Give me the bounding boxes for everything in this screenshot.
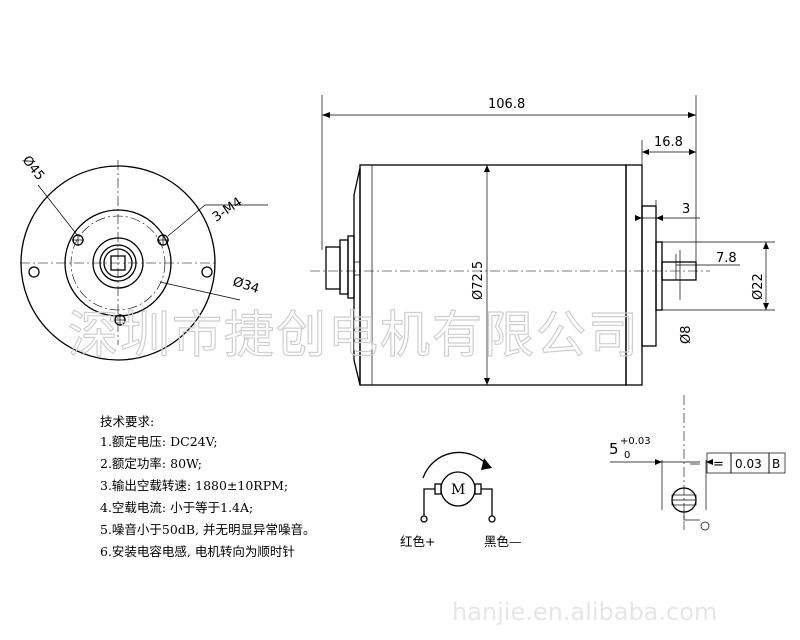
- note-item-1: 1.额定电压: DC24V;: [100, 434, 218, 449]
- dim-shaft-diameter: Ø8: [679, 325, 694, 344]
- note-item-6: 6.安装电容电感, 电机转向为顺时针: [100, 544, 295, 559]
- black-lead-wire: [481, 488, 493, 516]
- watermark-site: hanjie.en.alibaba.com: [452, 598, 717, 626]
- dim-bolt-circle: Ø34: [231, 275, 261, 298]
- leader-flange-diameter: [37, 184, 79, 237]
- mount-hole-bottom: [114, 314, 126, 326]
- flange-hole-right: [201, 266, 213, 278]
- wiring-diagram: M 红色+ 黑色—: [400, 451, 522, 549]
- red-lead-wire: [423, 488, 435, 516]
- fcf-value: 0.03: [735, 457, 762, 471]
- dim-overall-length: 106.8: [488, 97, 525, 112]
- dim-flange-diameter: Ø45: [19, 153, 47, 183]
- dim-shaft-extension: 16.8: [654, 135, 683, 150]
- note-item-4: 4.空载电流: 小于等于1.4A;: [100, 500, 253, 515]
- dim-mount-holes: 3-M4: [210, 195, 245, 226]
- watermark-company: 深圳市捷创电机有限公司: [68, 306, 640, 364]
- black-terminal: [488, 515, 496, 523]
- red-lead-label: 红色+: [400, 534, 435, 549]
- note-item-5: 5.噪音小于50dB, 并无明显异常噪音。: [100, 522, 315, 537]
- rear-shaft-stub: [325, 246, 341, 290]
- leader-mount-holes: [167, 204, 268, 237]
- black-lead-label: 黑色—: [484, 534, 522, 549]
- tech-notes: 技术要求: 1.额定电压: DC24V; 2.额定功率: 80W; 3.输出空载…: [100, 414, 315, 559]
- brush-left: [434, 483, 442, 495]
- front-boss: [641, 205, 657, 347]
- leader-bolt-circle: [159, 281, 241, 301]
- tolerance-upper: +0.03: [620, 436, 651, 447]
- mount-hole-top-right: [157, 234, 169, 246]
- rotation-arrowhead: [481, 458, 492, 470]
- fcf-datum-cell: [768, 452, 786, 474]
- datum-symbol: [700, 521, 710, 531]
- red-terminal: [420, 515, 428, 523]
- rotation-arrow: [422, 451, 489, 479]
- brush-right: [474, 483, 482, 495]
- tolerance-lower: 0: [624, 450, 630, 461]
- notes-title: 技术要求:: [100, 414, 154, 429]
- rear-end-cap: [347, 235, 355, 299]
- motor-label: M: [451, 482, 465, 498]
- shaft-section-flat: [671, 494, 697, 506]
- dim-boss-diameter: Ø22: [751, 273, 766, 300]
- dim-body-diameter: Ø72.5: [471, 261, 486, 300]
- note-item-2: 2.额定功率: 80W;: [100, 456, 202, 471]
- flange-hole-left: [28, 266, 40, 278]
- rear-bearing-cap: [339, 239, 349, 295]
- fcf-datum: B: [772, 457, 780, 471]
- dim-flat-length: 7.8: [716, 251, 737, 266]
- side-view: 106.8 16.8 3 7.8 Ø22 Ø8 Ø72.5: [310, 95, 775, 386]
- note-item-3: 3.输出空载转速: 1880±10RPM;: [100, 478, 288, 493]
- dim-shoulder: 3: [682, 202, 690, 217]
- tolerance-base: 5: [609, 440, 619, 458]
- front-bearing-boss: [655, 241, 663, 311]
- fcf-symbol: =: [713, 457, 724, 472]
- tolerance-detail: 5 +0.03 0 = 0.03 B: [609, 395, 786, 531]
